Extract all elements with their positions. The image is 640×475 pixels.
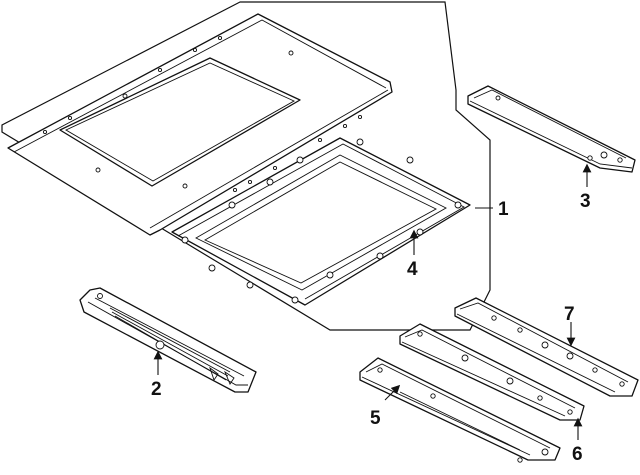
rear-roof-bow[interactable] bbox=[454, 297, 639, 397]
group-outline bbox=[1, 1, 491, 331]
callout-label: 5 bbox=[370, 408, 381, 429]
callout-4: 4 bbox=[407, 229, 419, 280]
windshield-header[interactable] bbox=[79, 287, 257, 393]
callout-label: 2 bbox=[151, 379, 162, 400]
front-roof-bow[interactable] bbox=[359, 357, 561, 463]
callout-label: 4 bbox=[407, 259, 418, 280]
roof-panel[interactable] bbox=[7, 13, 393, 236]
callout-2: 2 bbox=[151, 350, 163, 400]
callout-3: 3 bbox=[580, 163, 592, 212]
callout-label: 7 bbox=[564, 304, 575, 325]
sunroof-frame[interactable] bbox=[171, 137, 471, 306]
callout-label: 6 bbox=[572, 444, 583, 465]
callout-label: 3 bbox=[580, 191, 591, 212]
rear-header[interactable] bbox=[467, 85, 636, 173]
sunroof-opening bbox=[59, 57, 301, 187]
callout-5: 5 bbox=[370, 384, 401, 429]
callout-6: 6 bbox=[572, 417, 583, 465]
callout-7: 7 bbox=[564, 304, 576, 347]
callout-label: 1 bbox=[498, 199, 509, 220]
callout-1: 1 bbox=[475, 199, 509, 220]
